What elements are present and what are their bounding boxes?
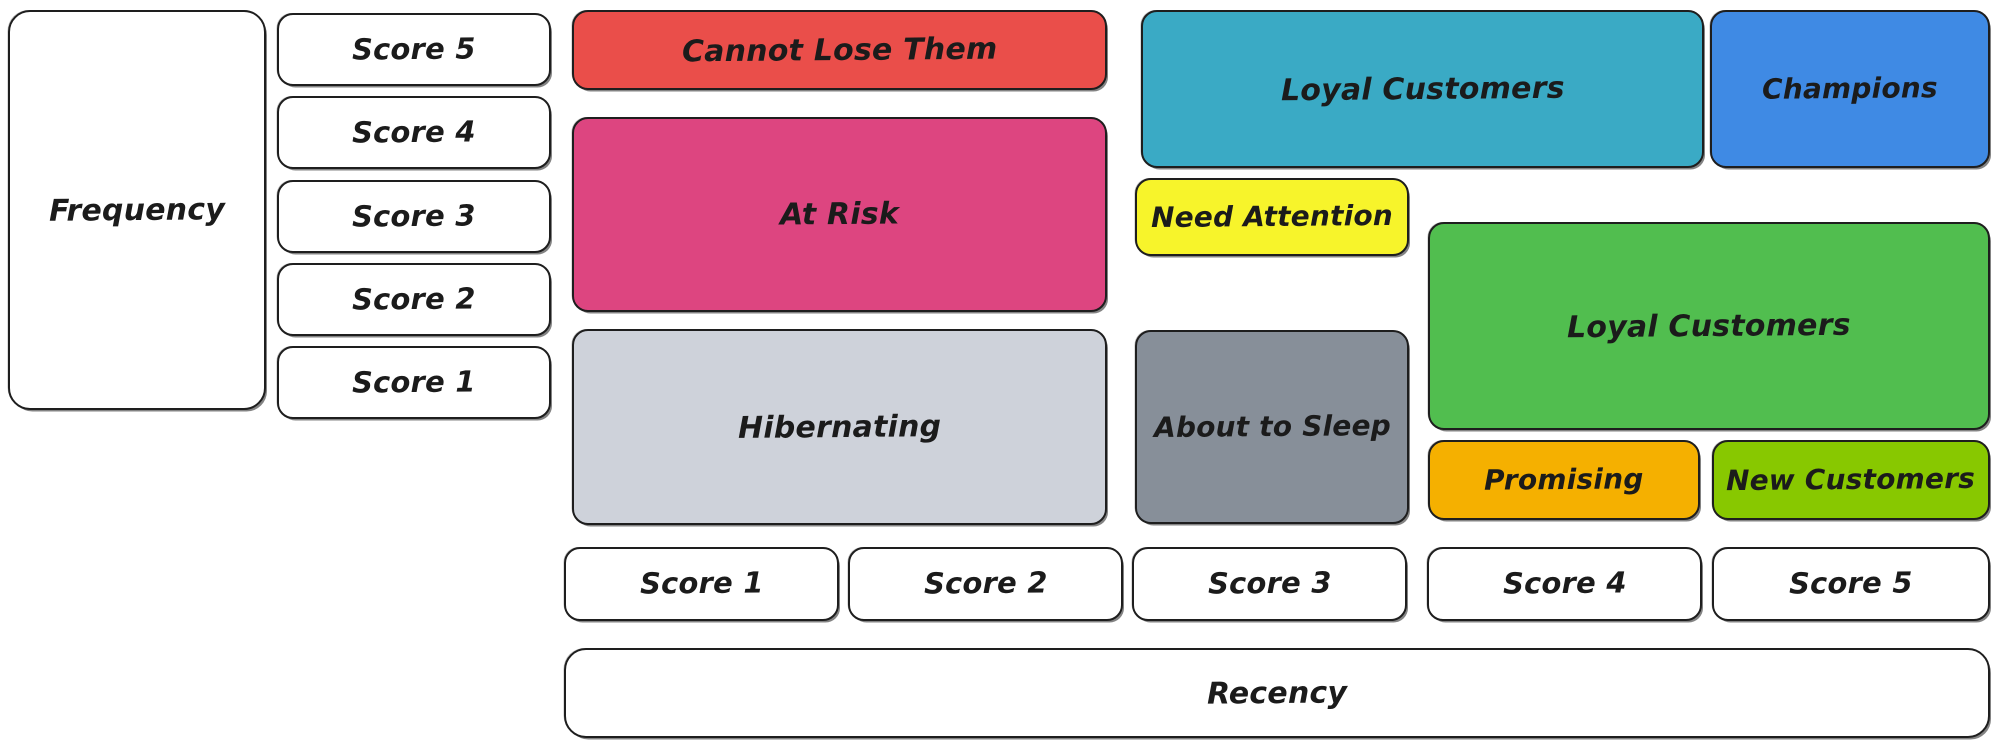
segment-need-attention[interactable]: Need Attention [1135, 178, 1409, 256]
recency-axis-box[interactable]: Recency [564, 648, 1990, 738]
recency-axis-label: Recency [1206, 674, 1348, 712]
segment-at-risk-label: At Risk [779, 196, 900, 233]
frequency-score-5-label: Score 5 [352, 31, 476, 67]
recency-score-4[interactable]: Score 4 [1427, 547, 1702, 621]
segment-new-customers-label: New Customers [1726, 461, 1976, 497]
segment-new-customers[interactable]: New Customers [1712, 440, 1990, 520]
segment-at-risk[interactable]: At Risk [572, 117, 1107, 312]
frequency-score-2[interactable]: Score 2 [277, 263, 551, 336]
recency-score-5-label: Score 5 [1789, 565, 1913, 601]
segment-hibernating-label: Hibernating [737, 408, 942, 446]
segment-about-to-sleep-label: About to Sleep [1153, 408, 1391, 444]
segment-need-attention-label: Need Attention [1150, 198, 1394, 234]
recency-score-1-label: Score 1 [639, 565, 764, 601]
segment-about-to-sleep[interactable]: About to Sleep [1135, 330, 1409, 524]
frequency-score-2-label: Score 2 [352, 281, 476, 317]
recency-score-3-label: Score 3 [1207, 565, 1332, 601]
segment-champions[interactable]: Champions [1710, 10, 1990, 168]
frequency-score-1-label: Score 1 [352, 364, 476, 400]
recency-score-1[interactable]: Score 1 [564, 547, 839, 621]
segment-loyal-customers-top[interactable]: Loyal Customers [1141, 10, 1704, 168]
segment-cannot-lose-them[interactable]: Cannot Lose Them [572, 10, 1107, 90]
segment-champions-label: Champions [1761, 70, 1939, 106]
recency-score-4-label: Score 4 [1502, 565, 1627, 601]
frequency-score-4-label: Score 4 [352, 114, 476, 150]
frequency-axis-box[interactable]: Frequency [8, 10, 266, 410]
recency-score-3[interactable]: Score 3 [1132, 547, 1407, 621]
segment-loyal-customers-top-label: Loyal Customers [1280, 70, 1565, 108]
frequency-score-1[interactable]: Score 1 [277, 346, 551, 419]
segment-loyal-customers-mid[interactable]: Loyal Customers [1428, 222, 1990, 430]
recency-score-2[interactable]: Score 2 [848, 547, 1123, 621]
frequency-score-3[interactable]: Score 3 [277, 180, 551, 253]
segment-promising-label: Promising [1484, 461, 1644, 497]
frequency-axis-label: Frequency [48, 191, 226, 229]
frequency-score-5[interactable]: Score 5 [277, 13, 551, 86]
segment-hibernating[interactable]: Hibernating [572, 329, 1107, 525]
frequency-score-3-label: Score 3 [352, 198, 476, 234]
segment-cannot-lose-them-label: Cannot Lose Them [681, 31, 998, 69]
recency-score-2-label: Score 2 [923, 565, 1048, 601]
segment-loyal-customers-mid-label: Loyal Customers [1566, 307, 1851, 345]
recency-score-5[interactable]: Score 5 [1712, 547, 1990, 621]
frequency-score-4[interactable]: Score 4 [277, 96, 551, 169]
segment-promising[interactable]: Promising [1428, 440, 1700, 520]
